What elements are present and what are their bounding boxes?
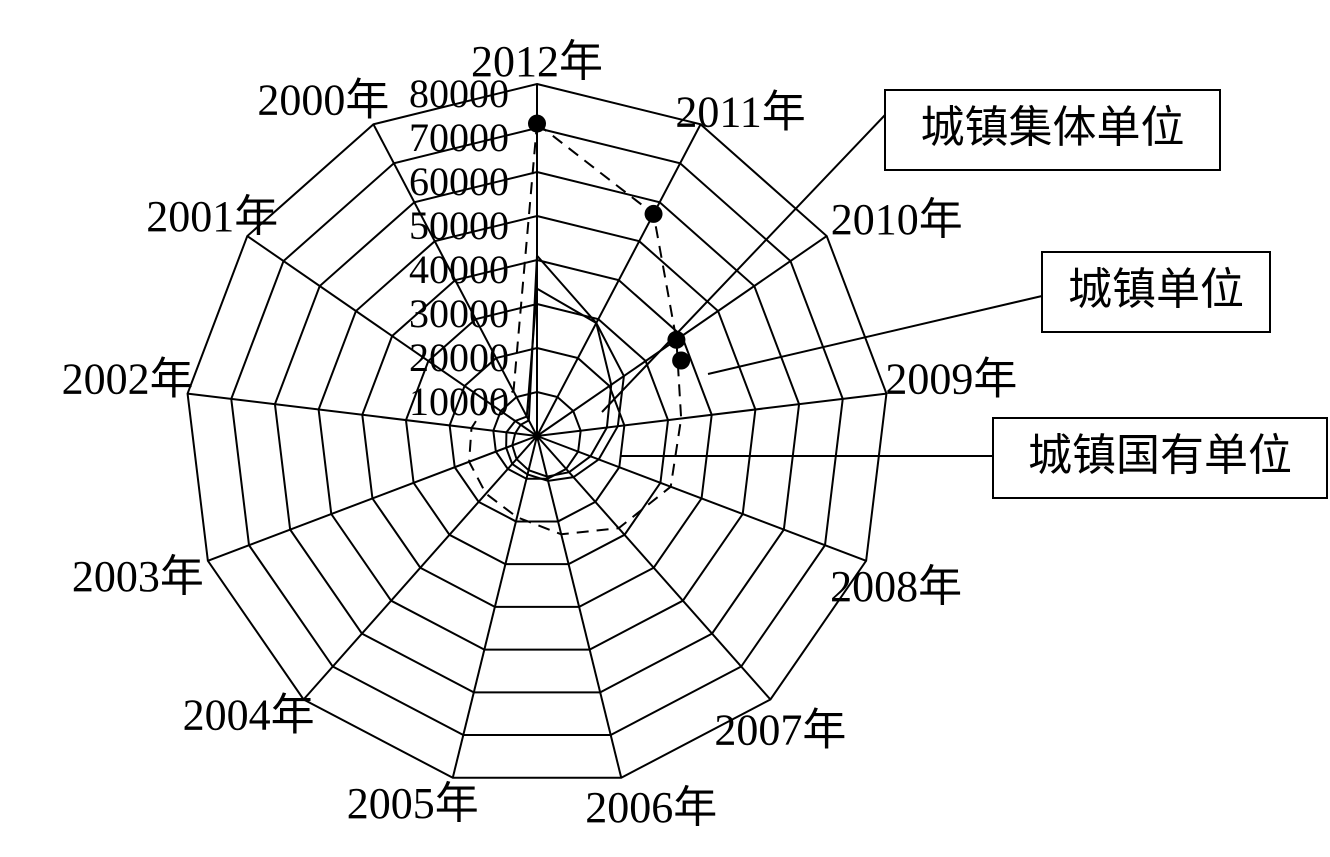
legend-label: 城镇国有单位 xyxy=(1028,431,1292,480)
grid-spoke xyxy=(187,392,538,437)
radial-tick-label: 10000 xyxy=(409,379,509,424)
legend-label: 城镇集体单位 xyxy=(921,103,1185,152)
radar-series xyxy=(468,114,691,536)
grid-ring xyxy=(492,390,582,480)
category-label: 2011年 xyxy=(675,87,805,136)
radar-spokes xyxy=(187,84,887,779)
series-marker xyxy=(528,114,546,133)
category-label: 2012年 xyxy=(471,37,603,86)
grid-ring xyxy=(404,302,670,566)
category-label: 2000年 xyxy=(257,75,389,124)
grid-spoke xyxy=(451,435,538,779)
legend-leader-line xyxy=(601,114,886,413)
grid-ring xyxy=(273,170,801,694)
grid-ring xyxy=(361,258,713,608)
legend-leader-line xyxy=(707,295,1043,375)
grid-spoke xyxy=(536,123,702,437)
category-label: 2005年 xyxy=(347,779,479,828)
legend-item: 城镇国有单位 xyxy=(992,417,1328,499)
legend-item: 城镇单位 xyxy=(1041,251,1271,333)
grid-spoke xyxy=(536,435,623,779)
grid-spoke xyxy=(207,435,538,562)
series-marker xyxy=(667,330,686,349)
series-line xyxy=(511,253,613,478)
radial-tick-label: 20000 xyxy=(409,335,509,380)
legend-box xyxy=(884,89,1221,171)
category-label: 2008年 xyxy=(830,562,962,611)
grid-spoke xyxy=(536,392,887,437)
radial-tick-label: 40000 xyxy=(409,247,509,292)
legend-item: 城镇集体单位 xyxy=(884,89,1221,171)
grid-spoke xyxy=(536,435,772,701)
grid-ring xyxy=(186,82,888,779)
category-label: 2009年 xyxy=(885,355,1017,404)
category-labels: 2012年 2011年 2010年 2009年 2008年 2007年 2006年 2005年… xyxy=(62,37,1018,832)
radial-tick-label: 50000 xyxy=(409,203,509,248)
legend-label: 城镇单位 xyxy=(1068,265,1244,314)
category-label: 2010年 xyxy=(831,195,963,244)
grid-ring xyxy=(448,346,626,523)
grid-spoke xyxy=(536,435,867,562)
radial-tick-label: 30000 xyxy=(409,291,509,336)
grid-spoke xyxy=(246,235,538,437)
grid-spoke xyxy=(372,123,538,437)
grid-spoke xyxy=(302,435,538,701)
radial-tick-label: 80000 xyxy=(409,71,509,116)
grid-ring xyxy=(317,214,757,651)
category-label: 2002年 xyxy=(62,355,194,404)
radial-tick-label: 70000 xyxy=(409,115,509,160)
legend-box xyxy=(992,417,1328,499)
radial-tick-label: 60000 xyxy=(409,159,509,204)
series-marker xyxy=(644,204,663,223)
series-line xyxy=(505,286,625,482)
category-label: 2007年 xyxy=(714,706,846,755)
category-label: 2003年 xyxy=(72,552,204,601)
radar-grid xyxy=(186,82,888,779)
series-marker xyxy=(672,351,691,370)
category-label: 2001年 xyxy=(146,192,278,241)
category-label: 2006年 xyxy=(585,783,717,832)
category-label: 2004年 xyxy=(183,691,315,740)
legend-box xyxy=(1041,251,1271,333)
grid-ring xyxy=(230,126,844,737)
